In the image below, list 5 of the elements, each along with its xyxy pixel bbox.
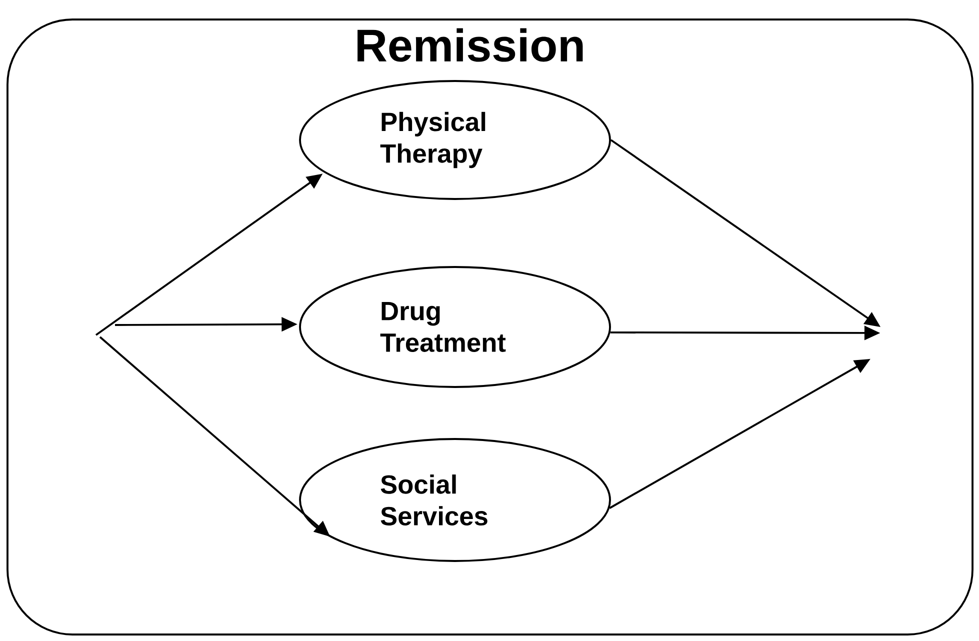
ellipse-node: Drug Treatment xyxy=(299,266,611,388)
panel-title: Remission xyxy=(358,28,583,62)
ellipse-node: Physical Therapy xyxy=(299,80,611,200)
panel-box xyxy=(6,18,974,636)
ellipse-node: Social Services xyxy=(299,438,611,562)
